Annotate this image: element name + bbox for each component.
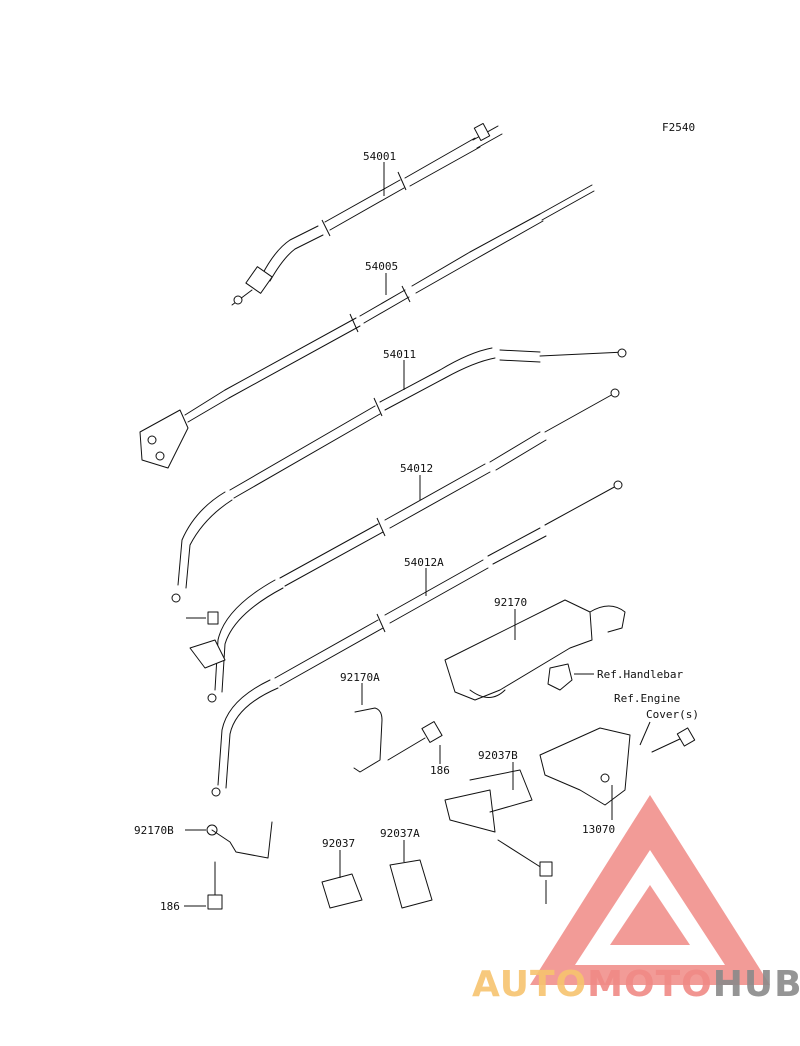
- clamp-92037A[interactable]: [389, 859, 433, 909]
- guard-13070[interactable]: [539, 727, 696, 806]
- label-54011[interactable]: 54011: [383, 348, 416, 361]
- bracket-92037B[interactable]: [444, 769, 533, 833]
- label-92037B[interactable]: 92037B: [478, 749, 518, 762]
- clamp-92170A[interactable]: [353, 707, 383, 773]
- watermark-text: AUTOMOTOHUB: [472, 964, 800, 1005]
- leader-lines: [184, 162, 651, 907]
- label-92170B[interactable]: 92170B: [134, 824, 174, 837]
- bracket-92170[interactable]: [444, 599, 626, 701]
- watermark-logo: [530, 795, 770, 985]
- cable-54001[interactable]: [231, 122, 503, 306]
- label-54001[interactable]: 54001: [363, 150, 396, 163]
- cable-54011[interactable]: [171, 347, 627, 603]
- bolt-132[interactable]: [497, 839, 553, 877]
- svg-text:AUTOMOTOHUB: AUTOMOTOHUB: [472, 964, 800, 1005]
- ref-engine-line2: Cover(s): [646, 708, 699, 721]
- watermark-triangle-core: [610, 885, 690, 945]
- part-labels: F2540 54001 54005 54011 54012 54012A 921…: [134, 121, 699, 913]
- figure-code: F2540: [662, 121, 695, 134]
- cable-54012A[interactable]: [211, 480, 623, 797]
- bolt-220[interactable]: [189, 611, 226, 669]
- label-92170A[interactable]: 92170A: [340, 671, 380, 684]
- label-54005[interactable]: 54005: [365, 260, 398, 273]
- label-186-upper[interactable]: 186: [430, 764, 450, 777]
- bracket-92170B[interactable]: [206, 821, 273, 859]
- label-13070[interactable]: 13070: [582, 823, 615, 836]
- watermark-moto: MOTO: [587, 964, 713, 1005]
- bolt-186-lower[interactable]: [207, 861, 223, 910]
- bolt-186-upper[interactable]: [387, 721, 443, 761]
- cable-54012[interactable]: [207, 388, 620, 703]
- ref-handlebar: Ref.Handlebar: [597, 668, 683, 681]
- label-54012A[interactable]: 54012A: [404, 556, 444, 569]
- watermark-auto: AUTO: [472, 964, 587, 1005]
- ref-engine-line1: Ref.Engine: [614, 692, 680, 705]
- watermark-hub: HUB: [713, 964, 800, 1005]
- label-54012[interactable]: 54012: [400, 462, 433, 475]
- label-92170[interactable]: 92170: [494, 596, 527, 609]
- label-186-lower[interactable]: 186: [160, 900, 180, 913]
- label-92037A[interactable]: 92037A: [380, 827, 420, 840]
- cable-54005[interactable]: [139, 184, 595, 469]
- label-92037[interactable]: 92037: [322, 837, 355, 850]
- clamp-92037[interactable]: [321, 873, 363, 909]
